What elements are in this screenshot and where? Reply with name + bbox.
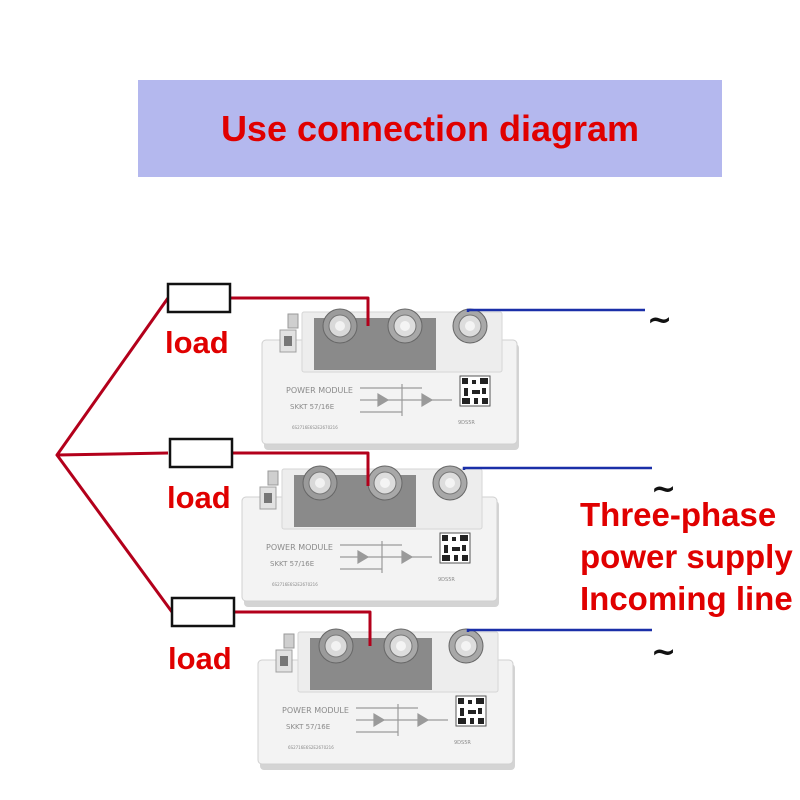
module-3-text-3: 6S2716E6S2E2670216 xyxy=(288,745,334,750)
load-label-3: load xyxy=(168,641,232,676)
module-3-print: POWER MODULE SKKT 57/16E 6S2716E6S2E2670… xyxy=(282,706,471,750)
load-resistor-1 xyxy=(166,282,232,314)
module-1-text-2: SKKT 57/16E xyxy=(290,403,334,411)
module-2-text-3: 6S2716E6S2E2670216 xyxy=(272,582,318,587)
load-wire-module-1 xyxy=(230,296,370,326)
module-2-text-2: SKKT 57/16E xyxy=(270,560,314,568)
load-label-2: load xyxy=(167,480,231,515)
load-wire-module-3 xyxy=(233,610,372,646)
load-resistor-2 xyxy=(168,437,234,469)
phase-symbol-1: ~ xyxy=(647,303,673,338)
supply-label-line-3: Incoming line xyxy=(580,580,793,617)
module-2-code: 9DS5R xyxy=(438,577,455,583)
supply-wire-1 xyxy=(466,308,645,312)
module-1-text-3: 6S2716E6S2E2670216 xyxy=(292,425,338,430)
load-wires xyxy=(55,296,372,646)
diagram-title: Use connection diagram xyxy=(220,107,640,149)
phase-symbol-3: ~ xyxy=(651,635,677,670)
module-1-text-1: POWER MODULE xyxy=(286,386,353,395)
supply-wires xyxy=(462,308,652,632)
phase-symbol-2: ~ xyxy=(651,472,677,507)
load-wire-module-2 xyxy=(232,451,370,486)
module-3-text-1: POWER MODULE xyxy=(282,706,349,715)
module-1-code: 9DS5R xyxy=(458,420,475,426)
module-3-code: 9DS5R xyxy=(454,740,471,746)
load-resistor-3 xyxy=(170,596,236,628)
supply-label: Three-phase power supply Incoming line xyxy=(580,494,793,620)
supply-label-line-2: power supply xyxy=(580,538,793,575)
supply-wire-3 xyxy=(466,628,652,632)
module-3-text-2: SKKT 57/16E xyxy=(286,723,330,731)
supply-wire-2 xyxy=(462,466,652,470)
load-wire-fan-1 xyxy=(55,297,170,457)
module-1-print: POWER MODULE SKKT 57/16E 6S2716E6S2E2670… xyxy=(286,386,475,430)
module-2-text-1: POWER MODULE xyxy=(266,543,333,552)
title-banner: Use connection diagram xyxy=(138,80,722,177)
supply-label-line-1: Three-phase xyxy=(580,496,777,533)
load-label-1: load xyxy=(165,325,229,360)
load-wire-fan-3 xyxy=(55,454,174,613)
module-2-print: POWER MODULE SKKT 57/16E 6S2716E6S2E2670… xyxy=(266,543,455,587)
